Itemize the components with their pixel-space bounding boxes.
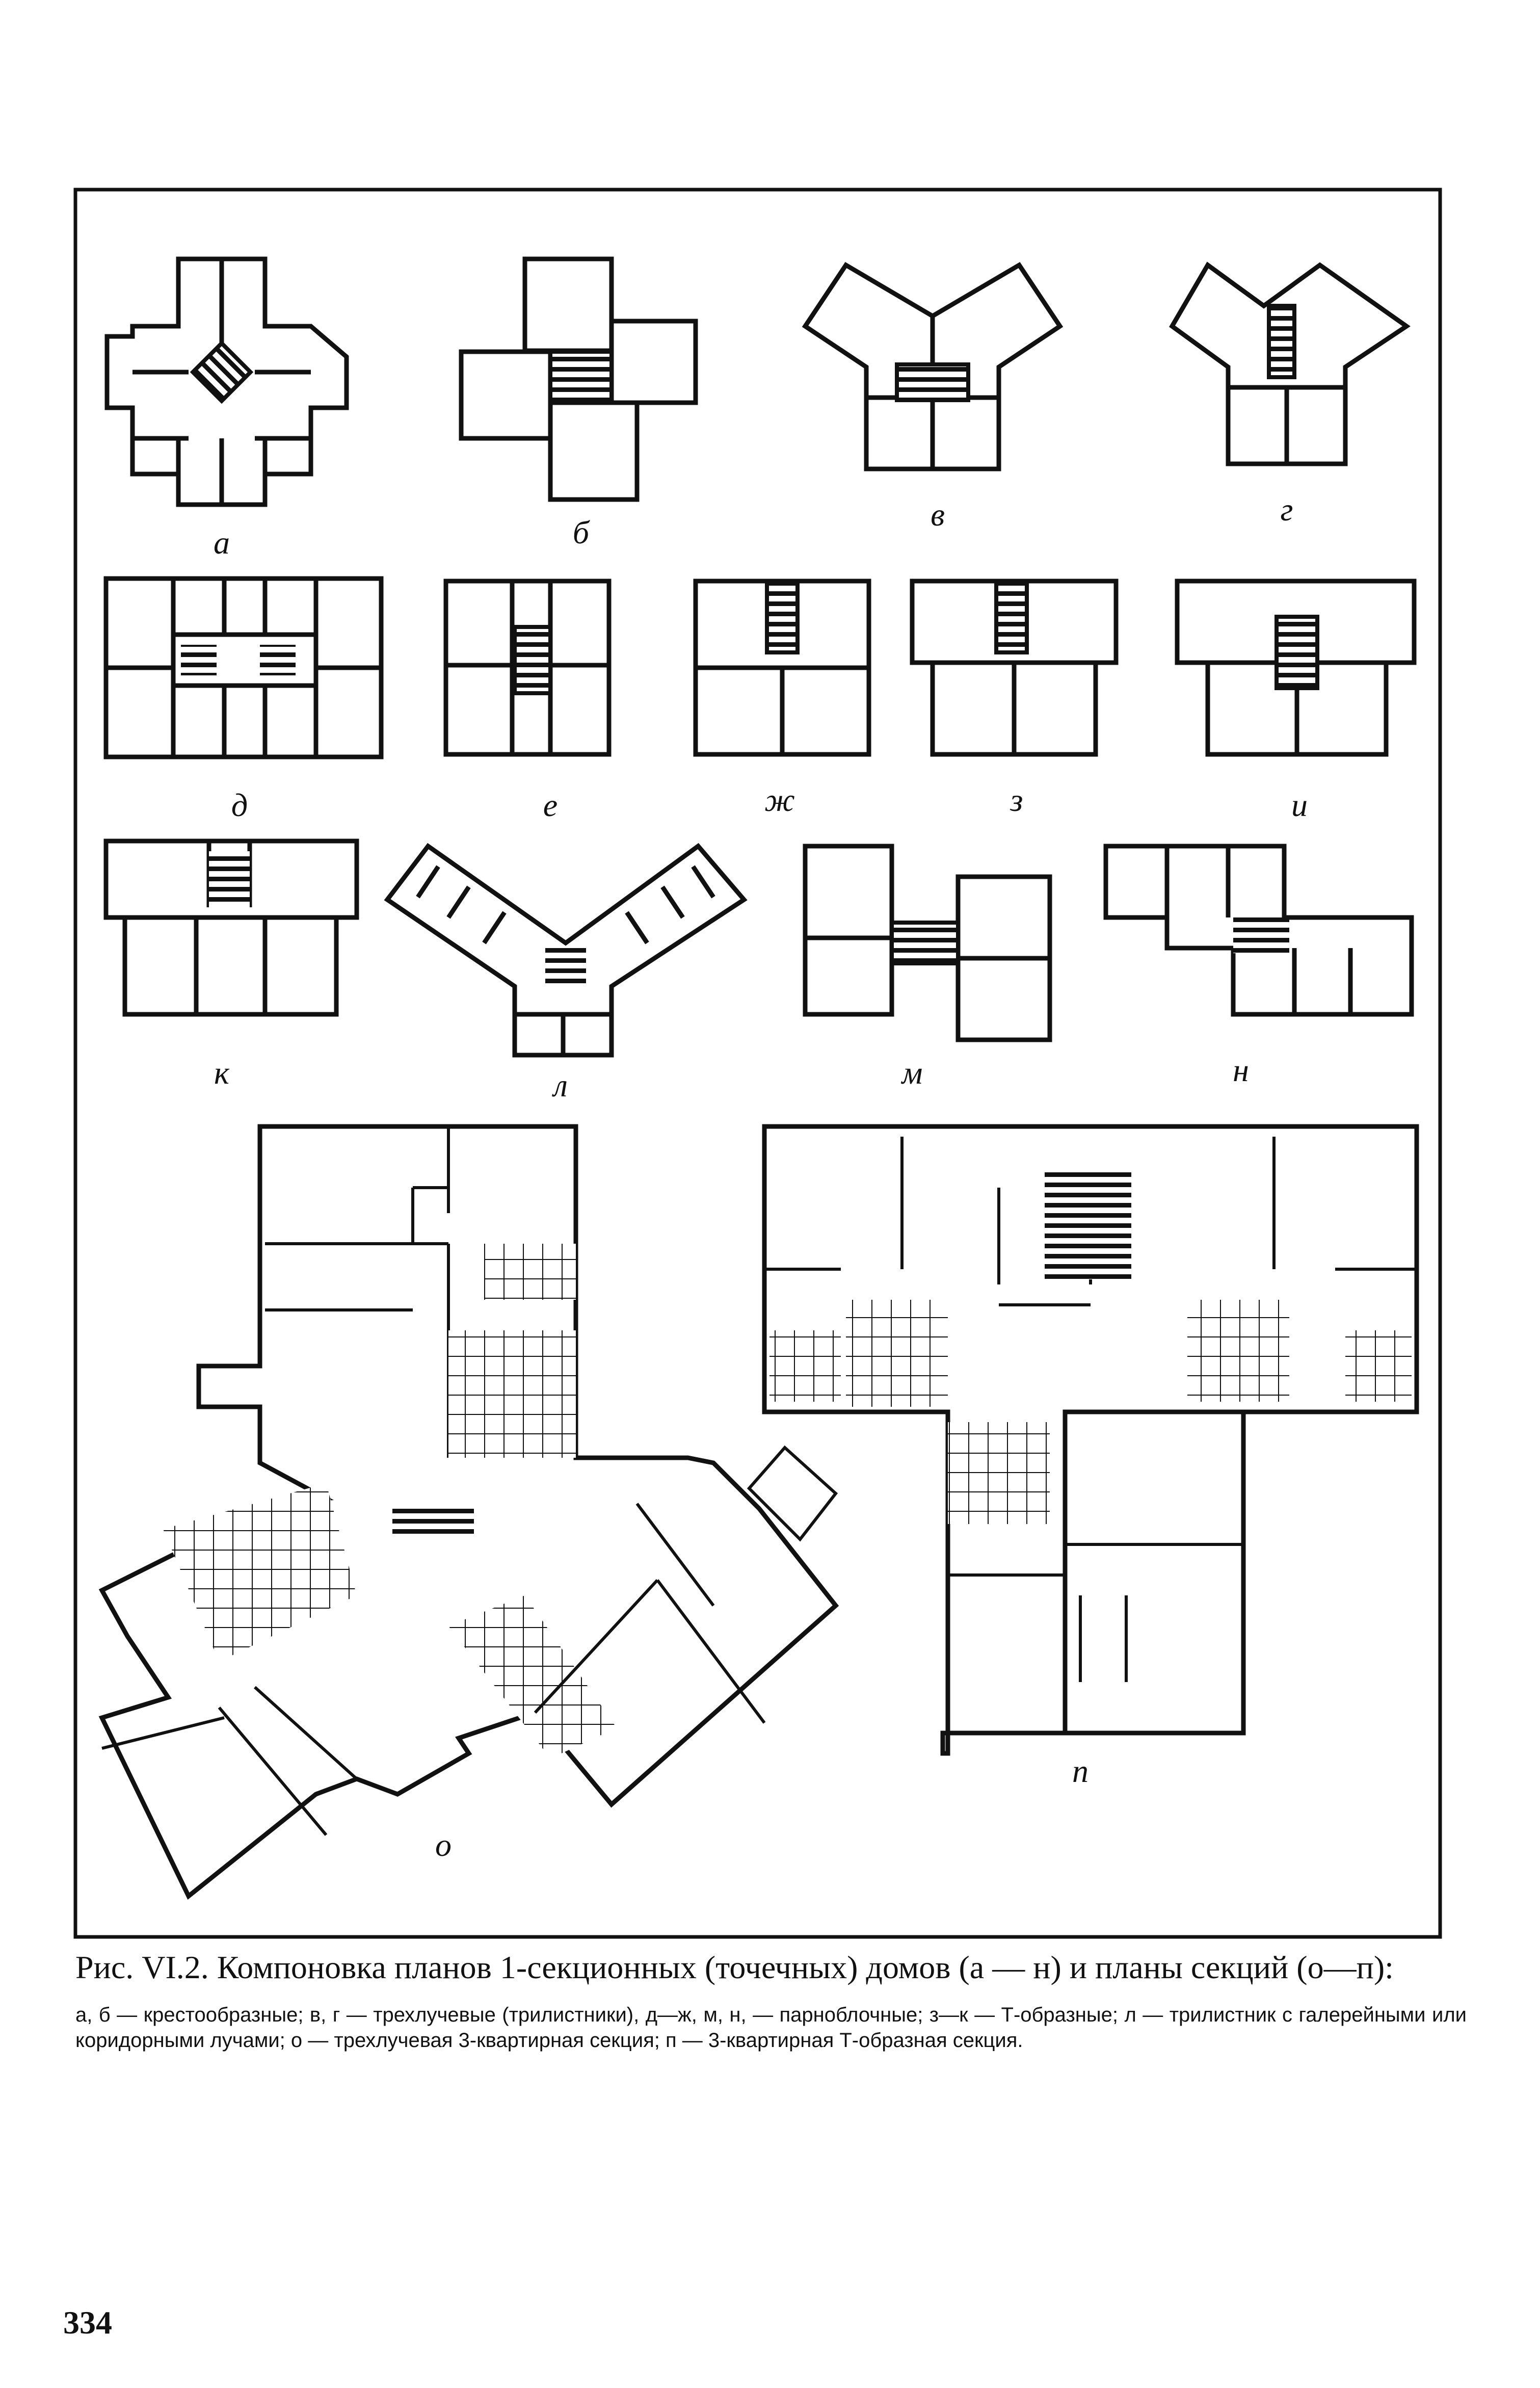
plan-g [1169,261,1411,466]
label-o: о [435,1827,452,1863]
plan-d [103,576,384,759]
plan-o [98,1124,839,1900]
label-p: п [1072,1753,1088,1789]
label-i: и [1291,787,1308,823]
figure-frame [73,188,1442,1939]
label-d: д [231,787,248,823]
plan-m [803,844,1052,1042]
caption-body: а, б — крестообразные; в, г — трехлучевы… [75,2004,1467,2052]
label-z: з [1010,782,1023,818]
caption-title: Рис. VI.2. Компоновка планов 1-секционны… [75,1949,1394,1985]
plan-k [103,838,359,1017]
plan-z [910,579,1119,757]
label-zh: ж [764,782,795,818]
label-e: е [543,787,558,823]
label-g: г [1280,491,1293,528]
label-n: н [1233,1052,1249,1088]
plan-e [443,579,612,757]
plan-b [459,256,698,502]
label-a: а [214,524,230,561]
plan-p [762,1124,1419,1756]
label-k: к [214,1055,229,1091]
plan-i [1175,579,1417,757]
plan-n [1103,844,1414,1017]
label-b: б [572,514,590,550]
label-m: м [901,1055,923,1091]
page-number: 334 [63,2304,112,2341]
label-v: в [931,496,945,533]
label-l: л [553,1067,568,1104]
plan-zh [693,579,871,757]
plan-v [802,261,1064,471]
plan-a [104,256,349,507]
plan-l [384,843,748,1058]
figure-caption: Рис. VI.2. Компоновка планов 1-секционны… [75,1947,1467,2053]
